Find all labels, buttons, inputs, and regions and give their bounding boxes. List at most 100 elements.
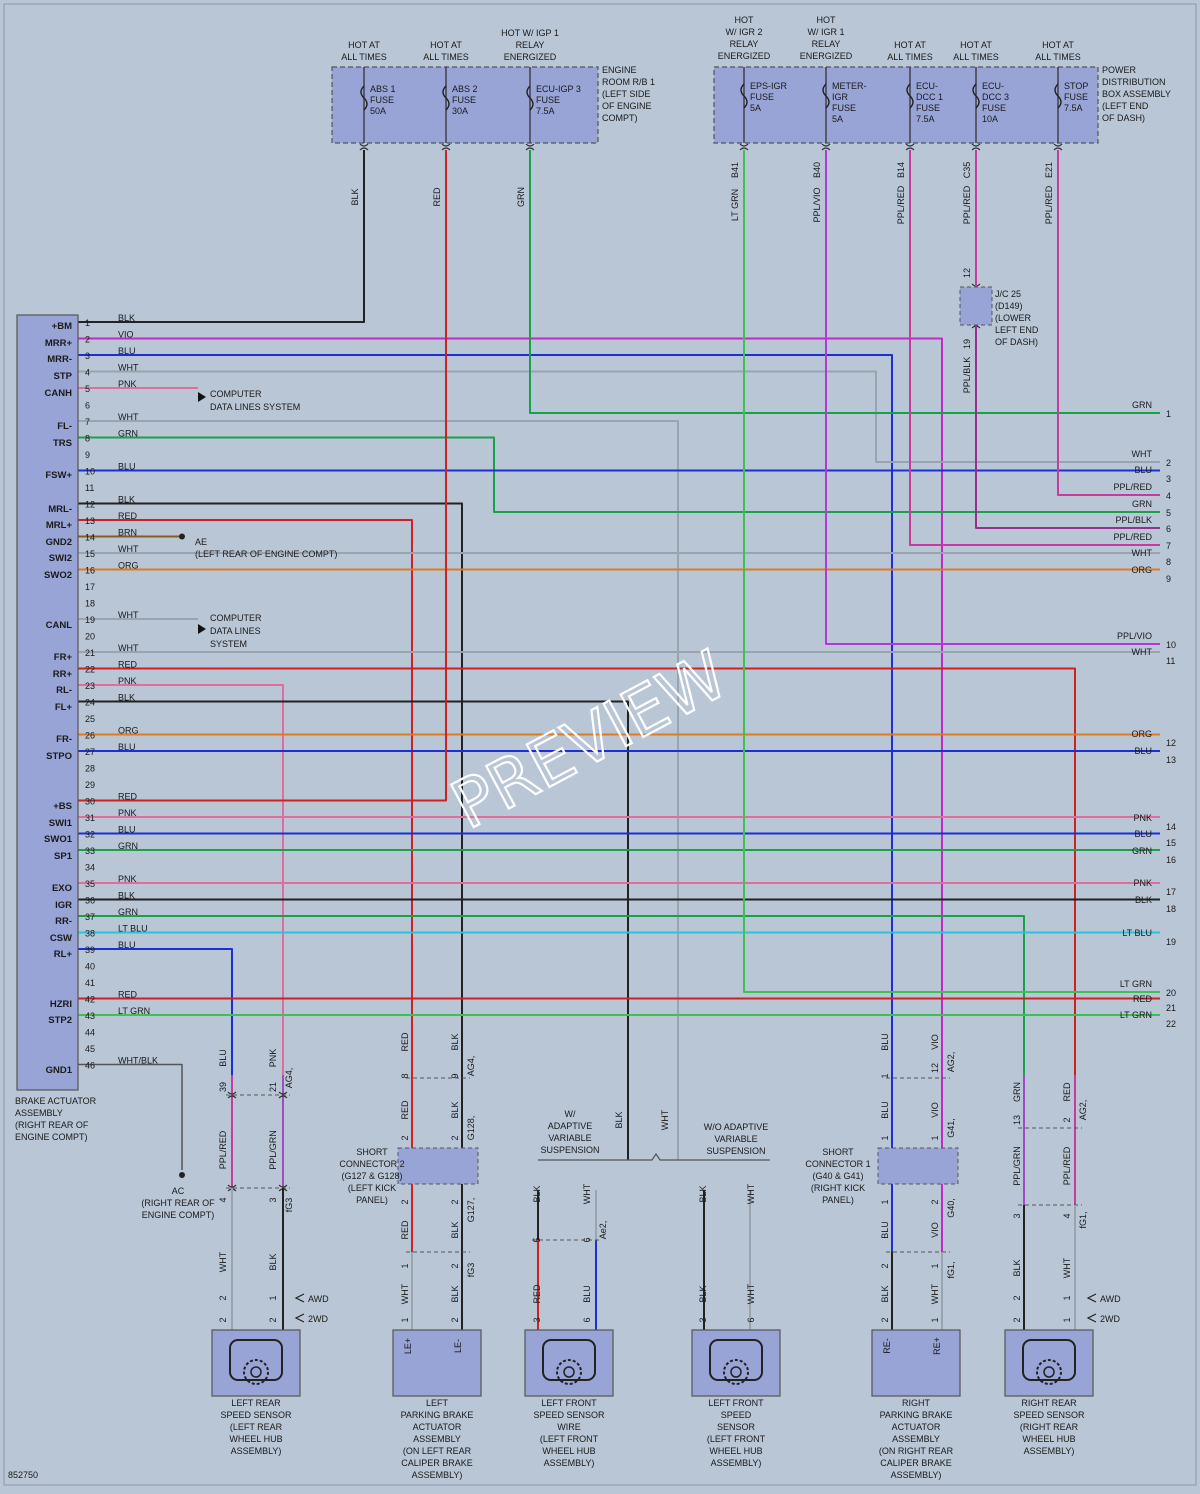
component-label: SPEED SENSOR [1013, 1410, 1085, 1420]
component-label: ASSEMBLY [892, 1434, 940, 1444]
fuse-label: ABS 2 [452, 84, 478, 94]
connector-pin-number: 6 [582, 1237, 592, 1242]
wire-color-label: PNK [118, 379, 137, 389]
fuse-label: METER- [832, 81, 867, 91]
right-wire-color-label: BLU [1134, 465, 1152, 475]
ecu-pin-number: 33 [85, 846, 95, 856]
wire-rr-minus [78, 915, 1025, 1075]
connector-mark [525, 143, 535, 147]
wire-color-label: RED [118, 792, 138, 802]
connector-mark [278, 1091, 288, 1095]
component-box [392, 1329, 482, 1397]
connector-mark [359, 147, 369, 151]
fuse-label: FUSE [832, 103, 856, 113]
vertical-wire-label: BLK [450, 1221, 460, 1238]
connector-pin-number: 5 [532, 1237, 542, 1242]
component-label: WIRE [557, 1422, 581, 1432]
right-end-number: 4 [1166, 491, 1171, 501]
fuse-header: HOT AT [1042, 40, 1074, 50]
connector-pin-number: 9 [450, 1073, 460, 1078]
arrow-icon [198, 624, 206, 634]
junction-label: (D149) [995, 301, 1023, 311]
short-connector-1-label: (RIGHT KICK [811, 1183, 865, 1193]
ecu-pin-number: 12 [85, 500, 95, 510]
ecu-terminal-label: RR- [55, 916, 72, 927]
wire-fl-plus [78, 700, 629, 1160]
right-wire-color-label: LT GRN [1120, 1010, 1152, 1020]
fuse-label: FUSE [1064, 92, 1088, 102]
component-label: PARKING BRAKE [401, 1410, 474, 1420]
vertical-wire-label: fG3 [466, 1263, 476, 1278]
awd-arrow-icon [294, 1293, 305, 1303]
vertical-wire-label: WHT [400, 1283, 410, 1304]
short-connector-2-label: SHORT [356, 1147, 388, 1157]
connector-pin-number: 2 [450, 1263, 460, 1268]
right-wire-color-label: ORG [1131, 729, 1152, 739]
ecu-pin-number: 35 [85, 879, 95, 889]
ecu-pin-number: 31 [85, 813, 95, 823]
connector-pin-number: 6 [746, 1317, 756, 1322]
vertical-wire-label: BLK [532, 1185, 542, 1202]
ecu-terminal-label: GND2 [46, 537, 72, 548]
connector-mark [971, 143, 981, 147]
connector-pin-number: 2 [1012, 1317, 1022, 1322]
ground-ae-label: AE [195, 537, 207, 547]
component-label: (LEFT FRONT [540, 1434, 599, 1444]
ecu-terminal-label: IGR [55, 900, 72, 911]
fuse-header: ALL TIMES [1035, 52, 1081, 62]
right-end-number: 15 [1166, 838, 1176, 848]
sensor-gear-icon [243, 1359, 269, 1385]
preview-watermark: PREVIEW [439, 636, 739, 844]
connector-mark [227, 1184, 237, 1188]
component-label: ASSEMBLY) [1024, 1446, 1075, 1456]
wire-ecu-dcc1 [909, 150, 1160, 546]
ecu-pin-number: 30 [85, 797, 95, 807]
ecu-pin-number: 41 [85, 978, 95, 988]
engine-room-relay-block [331, 66, 599, 144]
ecu-pin-number: 16 [85, 566, 95, 576]
right-end-number: 22 [1166, 1019, 1176, 1029]
ecu-terminal-label: RL+ [54, 949, 73, 960]
wire-color-label: WHT [660, 1109, 670, 1130]
ground-ac-label: AC [172, 1186, 185, 1196]
wire-color-label: WHT [118, 544, 139, 554]
ecu-terminal-label: STP2 [48, 1015, 72, 1026]
component-label: LEFT FRONT [541, 1398, 597, 1408]
fuse-label: 5A [750, 103, 761, 113]
ecu-pin-number: 40 [85, 962, 95, 972]
vertical-wire-label: Ae2, [598, 1221, 608, 1240]
connector-pin-number: 2 [450, 1199, 460, 1204]
ecu-pin-number: 4 [85, 368, 90, 378]
ecu-terminal-label: STPO [46, 751, 72, 762]
wire-mrl-plus [78, 519, 413, 1075]
vertical-wire-label: WHT [218, 1251, 228, 1272]
fuse-label: ABS 1 [370, 84, 396, 94]
vertical-wire-label: VIO [930, 1034, 940, 1050]
without-suspension-label: VARIABLE [714, 1134, 757, 1144]
connector-mark [739, 143, 749, 147]
fuse-label: IGR [832, 92, 849, 102]
ecu-terminal-label: FR+ [54, 652, 73, 663]
power-distribution-box [713, 66, 1099, 144]
ecu-pin-number: 3 [85, 351, 90, 361]
right-wire-color-label: PPL/RED [1113, 532, 1152, 542]
ecu-terminal-label: FL+ [55, 702, 73, 713]
component-label: CALIPER BRAKE [880, 1458, 952, 1468]
ecu-pin-number: 7 [85, 417, 90, 427]
connector-mark [441, 147, 451, 151]
connector-pin-number: 1 [880, 1073, 890, 1078]
connector-pin-number: 2 [1062, 1117, 1072, 1122]
wire-trs [78, 436, 1160, 513]
right-wire-color-label: GRN [1132, 499, 1152, 509]
connector-pin-number: 2 [880, 1317, 890, 1322]
sensor-icon [542, 1339, 596, 1381]
right-wire-color-label: BLK [1135, 895, 1152, 905]
right-end-number: 2 [1166, 458, 1171, 468]
vertical-wire-label: WHT [746, 1183, 756, 1204]
ecu-terminal-label: STP [54, 371, 73, 382]
component-label: (RIGHT REAR [1020, 1422, 1079, 1432]
connector-pin-number: 13 [1012, 1115, 1022, 1125]
ecu-pin-number: 39 [85, 945, 95, 955]
connector-pin-number: 1 [1062, 1295, 1072, 1300]
